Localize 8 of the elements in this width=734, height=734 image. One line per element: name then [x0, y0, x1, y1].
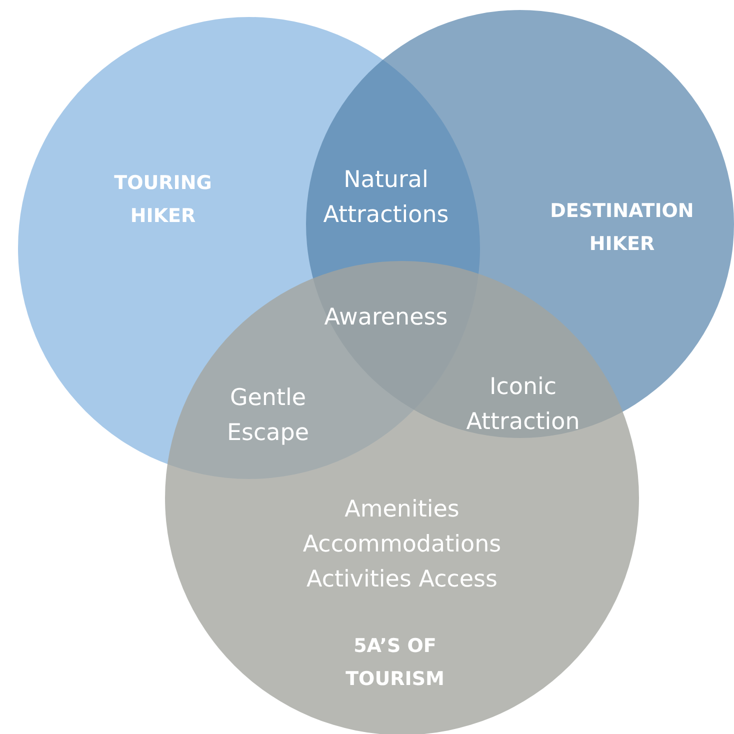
circle-title: DESTINATION HIKER	[549, 199, 695, 257]
overlap-label: Iconic Attraction	[465, 373, 581, 437]
circle-title: TOURING HIKER	[113, 171, 213, 229]
circle-text: Amenities Accommodations Activities Access	[302, 496, 502, 594]
overlap-label: Awareness	[323, 304, 449, 332]
circle-title: 5A’S OF TOURISM	[344, 634, 446, 692]
overlap-label: Natural Attractions	[322, 166, 450, 230]
overlap-label: Gentle Escape	[226, 384, 310, 448]
